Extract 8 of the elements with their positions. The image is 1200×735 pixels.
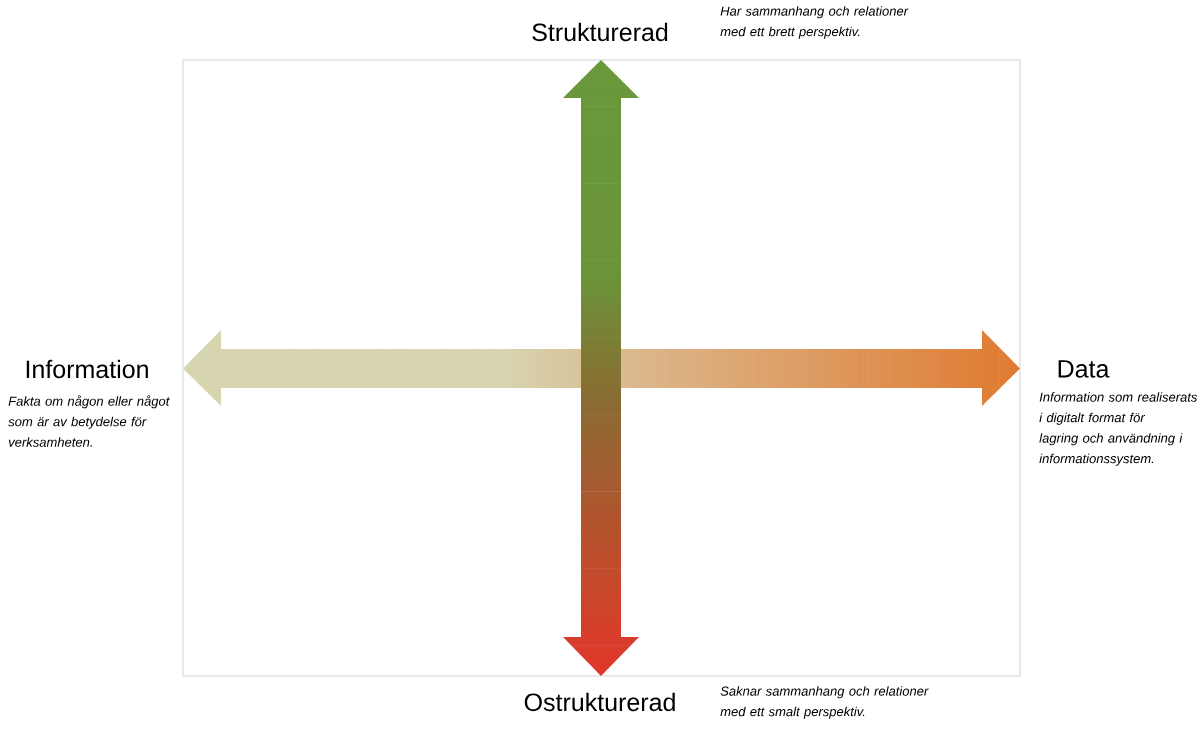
axis-label: Information <box>26 359 148 379</box>
axis-description: Saknar sammanhang och relationer med ett smalt perspektiv. <box>720 686 929 719</box>
axis-label: Strukturerad <box>532 22 668 42</box>
axis-description: Fakta om någon eller något som är av betydelse för verksamheten. <box>8 395 170 447</box>
axis-label: Data <box>1058 360 1110 378</box>
axis-description: Information som realiserats i digitalt format för lagring och användning i informationssystem. <box>1039 392 1198 466</box>
axis-description: Har sammanhang och relationer med ett brett perspektiv. <box>720 6 909 39</box>
axis-label: Ostrukturerad <box>524 692 675 712</box>
